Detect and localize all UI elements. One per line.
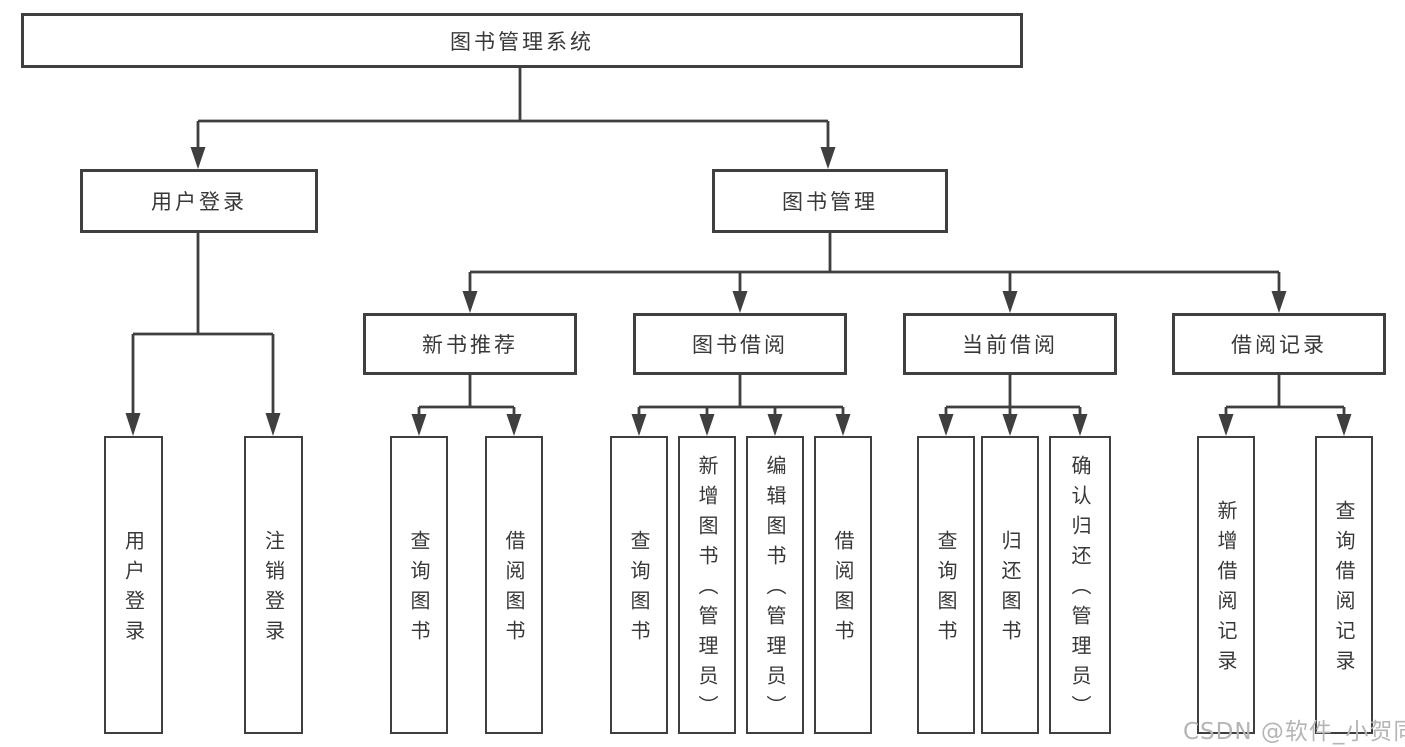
leaf-bb-edit-book-admin: 编辑图书（管理员） — [746, 436, 804, 734]
leaf-user-login: 用户登录 — [104, 436, 163, 734]
node-book-management-label: 图书管理 — [782, 190, 878, 214]
leaf-nb-query-book-label: 查询图书 — [407, 530, 431, 650]
leaf-user-login-label: 用户登录 — [121, 530, 146, 650]
leaf-bb-borrow-book-label: 借阅图书 — [831, 530, 855, 650]
node-library-system: 图书管理系统 — [21, 13, 1023, 68]
leaf-bb-query-book: 查询图书 — [610, 436, 668, 734]
leaf-cb-return-book-label: 归还图书 — [998, 530, 1022, 650]
leaf-cb-confirm-return-admin: 确认归还（管理员） — [1049, 436, 1111, 734]
leaf-cb-query-book-label: 查询图书 — [934, 530, 958, 650]
csdn-watermark: CSDN @软件_小贺同学 — [1183, 719, 1405, 745]
node-new-book-recommend: 新书推荐 — [363, 313, 577, 375]
leaf-cb-return-book: 归还图书 — [981, 436, 1039, 734]
node-current-borrow: 当前借阅 — [903, 313, 1117, 375]
leaf-br-query-record: 查询借阅记录 — [1315, 436, 1373, 734]
leaf-bb-query-book-label: 查询图书 — [627, 530, 651, 650]
node-book-management: 图书管理 — [712, 169, 948, 233]
arrowheads — [125, 147, 1352, 436]
node-new-book-recommend-label: 新书推荐 — [422, 333, 518, 357]
leaf-logout-label: 注销登录 — [261, 530, 286, 650]
leaf-cb-confirm-return-admin-label: 确认归还（管理员） — [1068, 455, 1092, 725]
leaf-br-add-record: 新增借阅记录 — [1197, 436, 1255, 734]
node-book-borrow-label: 图书借阅 — [692, 333, 788, 357]
leaf-nb-borrow-book-label: 借阅图书 — [502, 530, 526, 650]
leaf-cb-query-book: 查询图书 — [917, 436, 975, 734]
leaf-br-query-record-label: 查询借阅记录 — [1332, 500, 1356, 680]
leaf-bb-add-book-admin: 新增图书（管理员） — [678, 436, 736, 734]
leaf-logout: 注销登录 — [244, 436, 303, 734]
node-book-borrow: 图书借阅 — [633, 313, 847, 375]
node-user-login-label: 用户登录 — [151, 190, 247, 214]
node-borrow-records-label: 借阅记录 — [1231, 333, 1327, 357]
leaf-nb-query-book: 查询图书 — [390, 436, 448, 734]
node-library-system-label: 图书管理系统 — [450, 29, 594, 54]
node-user-login: 用户登录 — [80, 169, 318, 233]
leaf-nb-borrow-book: 借阅图书 — [485, 436, 543, 734]
leaf-bb-edit-book-admin-label: 编辑图书（管理员） — [763, 455, 787, 725]
leaf-br-add-record-label: 新增借阅记录 — [1214, 500, 1238, 680]
node-borrow-records: 借阅记录 — [1172, 313, 1386, 375]
node-current-borrow-label: 当前借阅 — [962, 333, 1058, 357]
leaf-bb-borrow-book: 借阅图书 — [814, 436, 872, 734]
leaf-bb-add-book-admin-label: 新增图书（管理员） — [695, 455, 719, 725]
